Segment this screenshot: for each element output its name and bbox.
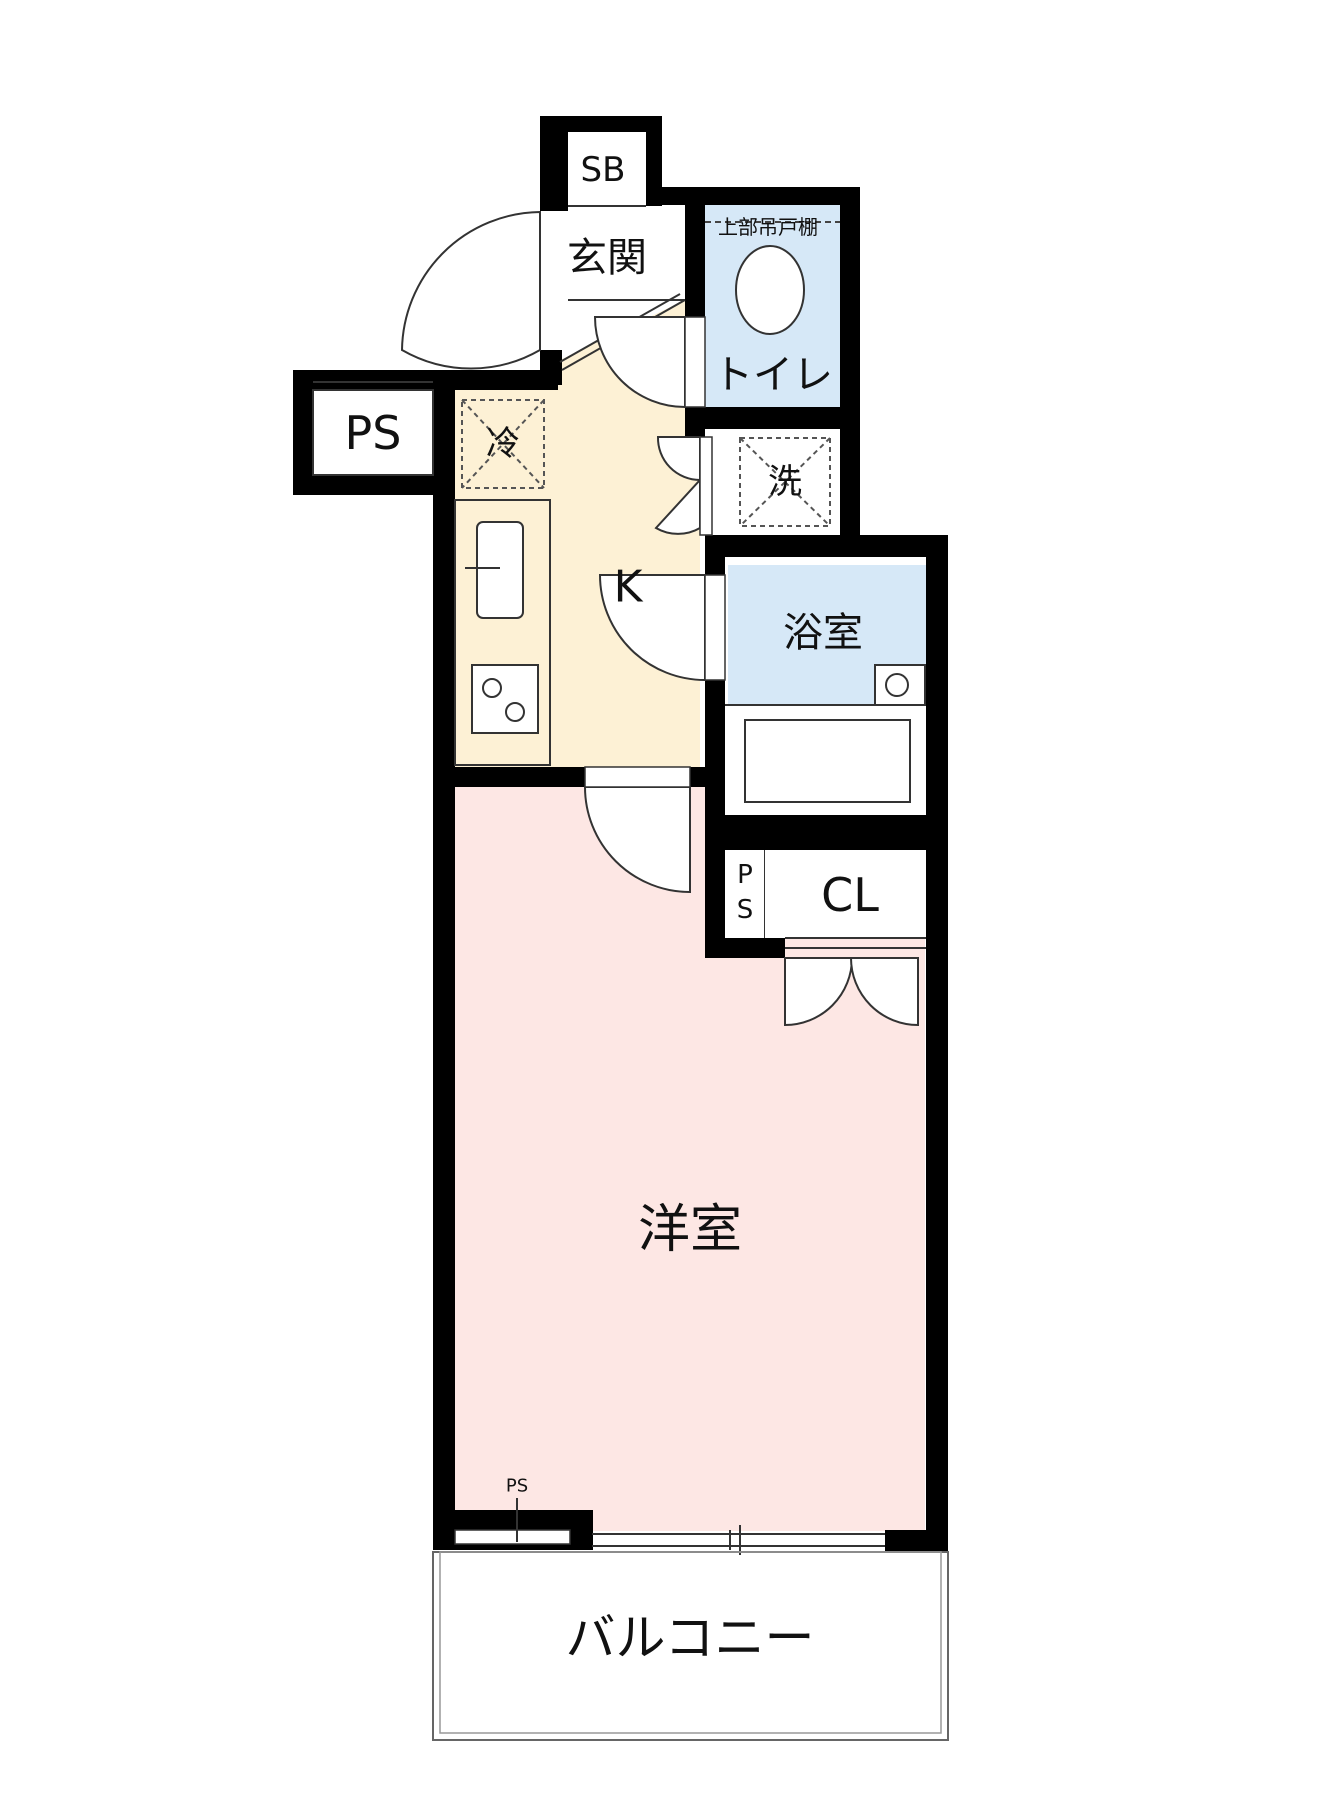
doors [400, 210, 919, 1027]
room-label-closet: CL [821, 868, 879, 922]
sink [476, 521, 524, 619]
fixtures [312, 205, 949, 1741]
toilet-bowl [735, 245, 805, 335]
fridge-label: 冷 [486, 424, 520, 464]
room-label-ps-mid-p: P [737, 860, 753, 890]
washer-label: 洗 [768, 462, 802, 502]
room-label-kitchen: K [614, 562, 644, 613]
room-label-ps-mid-s: S [737, 895, 754, 925]
room-label-ps-small: PS [506, 1476, 528, 1497]
stove [471, 664, 539, 734]
bathtub [744, 719, 911, 803]
room-label-western: 洋室 [638, 1200, 742, 1260]
room-label-toilet: トイレ [713, 352, 833, 398]
toilet-shelf-label: 上部吊戸棚 [718, 215, 818, 239]
washer-box [739, 437, 831, 527]
walls [293, 116, 948, 1552]
room-label-sb: SB [581, 150, 626, 190]
room-label-ps-top: PS [345, 406, 402, 460]
room-label-bath: 浴室 [783, 610, 863, 656]
room-label-genkan: 玄関 [567, 235, 647, 281]
fridge-box [461, 399, 545, 489]
room-label-balcony: バルコニー [566, 1609, 815, 1667]
